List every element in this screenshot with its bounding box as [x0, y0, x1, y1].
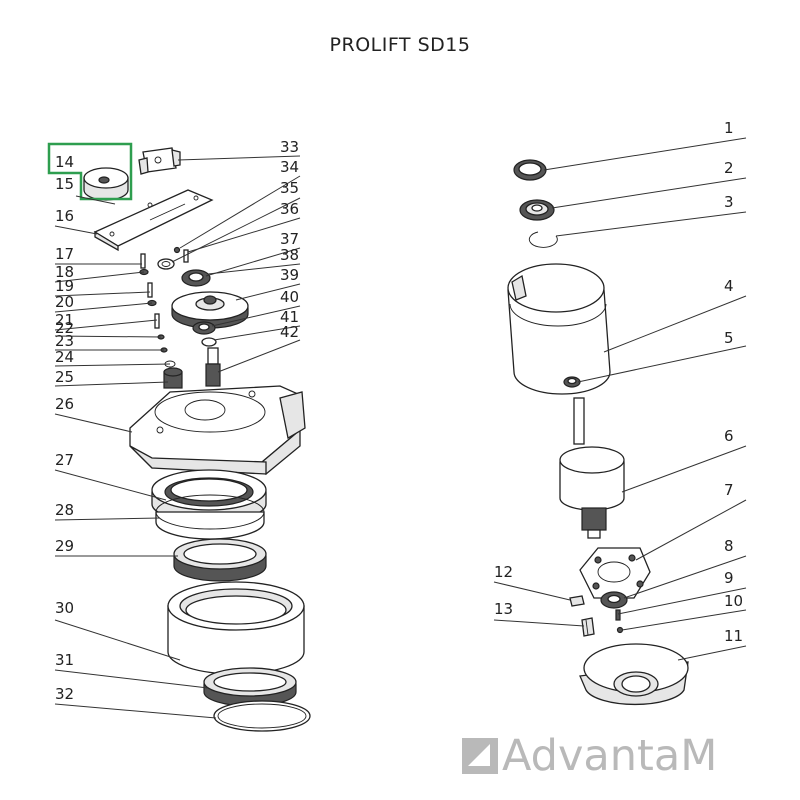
- part-2-bearing: [519, 199, 555, 221]
- advantam-watermark: AdvantaM: [458, 728, 788, 784]
- part-21-bolt: [154, 313, 160, 329]
- callout-40: 40: [280, 288, 299, 306]
- part-29-bearing: [173, 538, 267, 582]
- callout-10: 10: [724, 592, 743, 610]
- advantam-logo-icon: [462, 738, 498, 774]
- part-6-rotor: [559, 397, 625, 539]
- callout-38: 38: [280, 246, 299, 264]
- leader-lines: [54, 137, 747, 719]
- callout-33: 33: [280, 138, 299, 156]
- callout-17: 17: [55, 245, 74, 263]
- callout-15: 15: [55, 175, 74, 193]
- part-30-housing: [167, 581, 305, 675]
- part-39-gear: [171, 291, 249, 329]
- part-16-plate: [93, 189, 214, 252]
- part-42-pinion: [205, 347, 221, 387]
- part-9-pin: [615, 609, 621, 621]
- part-40-ring: [192, 321, 216, 335]
- callout-19: 19: [55, 277, 74, 295]
- callout-27: 27: [55, 451, 74, 469]
- callout-5: 5: [724, 329, 734, 347]
- part-25-gear: [163, 367, 183, 389]
- callout-20: 20: [55, 293, 74, 311]
- callout-18: 18: [55, 263, 74, 281]
- part-8-bearing: [600, 591, 628, 609]
- callout-9: 9: [724, 569, 734, 587]
- callout-4: 4: [724, 277, 734, 295]
- callout-35: 35: [280, 179, 299, 197]
- callout-16: 16: [55, 207, 74, 225]
- callout-24: 24: [55, 348, 74, 366]
- part-26-housing: [129, 385, 306, 476]
- callout-41: 41: [280, 308, 299, 326]
- callout-22: 22: [55, 319, 74, 337]
- part-4-motor-housing: [507, 263, 611, 395]
- part-14-cap: [83, 167, 129, 201]
- part-27-ring-gear: [151, 469, 267, 523]
- callout-13: 13: [494, 600, 513, 618]
- callout-23: 23: [55, 332, 74, 350]
- callout-labels: 14 15 16 17 18 19 20 21 22 23 24 25 26 2…: [55, 119, 743, 703]
- callout-29: 29: [55, 537, 74, 555]
- callout-32: 32: [55, 685, 74, 703]
- part-5-ring: [563, 376, 581, 388]
- part-32-ring: [213, 700, 311, 732]
- callout-12: 12: [494, 563, 513, 581]
- diagram-title: PROLIFT SD15: [329, 34, 471, 56]
- callout-42: 42: [280, 323, 299, 341]
- callout-8: 8: [724, 537, 734, 555]
- part-31-bearing: [203, 667, 297, 707]
- callout-2: 2: [724, 159, 734, 177]
- callout-36: 36: [280, 200, 299, 218]
- part-12-key: [569, 595, 585, 607]
- callout-11: 11: [724, 627, 743, 645]
- callout-3: 3: [724, 193, 734, 211]
- part-38-bearing: [181, 269, 211, 287]
- callout-30: 30: [55, 599, 74, 617]
- part-19-pin: [147, 282, 153, 298]
- part-35-ring: [157, 258, 175, 270]
- part-3-circlip: [528, 231, 558, 248]
- part-33-bracket: [138, 147, 181, 175]
- part-10-washer: [616, 626, 624, 634]
- part-1-seal: [513, 159, 547, 181]
- callout-1: 1: [724, 119, 734, 137]
- part-41-washer: [201, 337, 217, 347]
- callout-14: 14: [55, 153, 74, 171]
- part-13-key: [581, 617, 595, 637]
- part-17-bolt: [140, 253, 146, 269]
- callout-34: 34: [280, 158, 299, 176]
- part-34-washer: [173, 246, 181, 254]
- callout-39: 39: [280, 266, 299, 284]
- watermark-text: AdvantaM: [502, 731, 718, 781]
- callout-26: 26: [55, 395, 74, 413]
- part-7-stator: [579, 547, 651, 599]
- callout-37: 37: [280, 230, 299, 248]
- highlight-box: [47, 142, 133, 201]
- callout-21: 21: [55, 311, 74, 329]
- callout-31: 31: [55, 651, 74, 669]
- callout-7: 7: [724, 481, 734, 499]
- callout-25: 25: [55, 368, 74, 386]
- part-11-end-cover: [579, 643, 689, 706]
- callout-6: 6: [724, 427, 734, 445]
- callout-28: 28: [55, 501, 74, 519]
